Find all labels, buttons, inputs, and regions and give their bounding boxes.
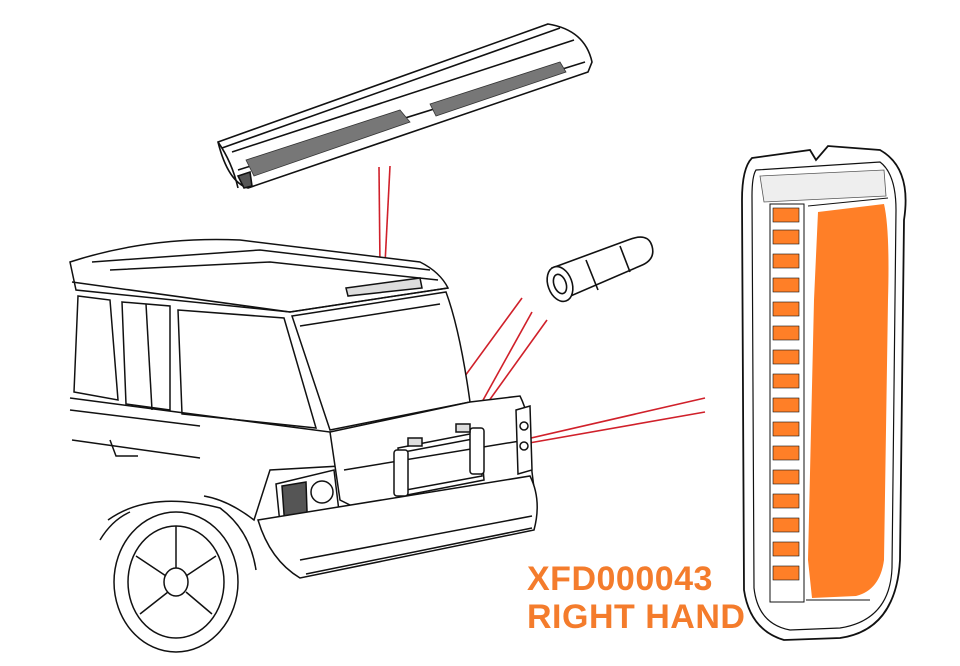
part-side: RIGHT HAND [527,598,746,636]
festoon-bulb [546,236,654,303]
vehicle [69,238,538,653]
lamp-assembly [741,145,907,641]
leader-lines [378,165,706,447]
part-callout: XFD000043 RIGHT HAND [527,560,745,636]
part-number: XFD000043 [527,560,713,598]
rear-spoiler [217,23,593,189]
